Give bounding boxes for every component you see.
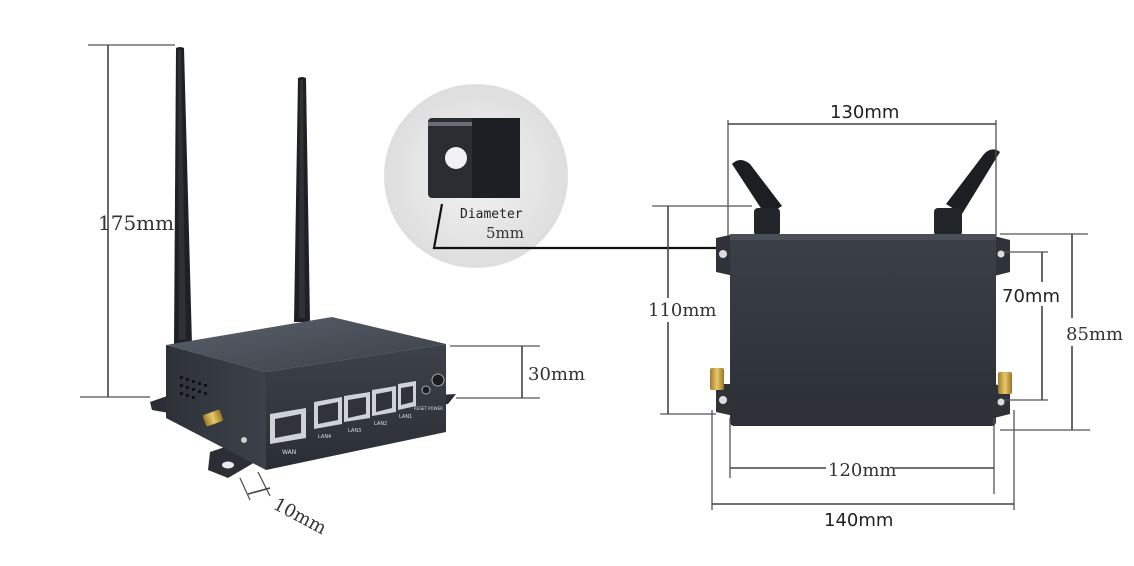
front-body — [730, 234, 996, 426]
dimension-10: 10mm — [239, 471, 330, 539]
ethernet-ports — [270, 373, 445, 444]
dim-label-10: 10mm — [270, 494, 330, 539]
router-side-face — [166, 345, 266, 470]
front-antenna-right — [934, 149, 1000, 236]
dim-label-130: 130mm — [830, 102, 899, 123]
front-tab-hole — [719, 250, 727, 258]
dim-label-175: 175mm — [98, 211, 174, 235]
dim-label-30: 30mm — [528, 364, 585, 385]
dim-label-110: 110mm — [648, 300, 717, 321]
port-label-lan3: LAN3 — [348, 428, 361, 434]
reset-button — [421, 385, 431, 395]
dim-label-140: 140mm — [824, 510, 893, 531]
led-indicator — [241, 437, 247, 443]
front-sma-right — [998, 372, 1012, 394]
port-label-lan2: LAN2 — [374, 421, 387, 427]
port-label-lan1: LAN1 — [399, 414, 412, 420]
router-front-view — [710, 149, 1012, 426]
mount-hole — [222, 461, 234, 469]
detail-highlight — [428, 122, 472, 126]
dimension-120: 120mm — [729, 418, 995, 494]
port-wan — [270, 408, 306, 444]
vent-grille — [180, 376, 207, 399]
dim-label-120: 120mm — [828, 460, 897, 481]
front-tab-hole — [997, 250, 1005, 258]
detail-mount-hole — [445, 147, 467, 169]
antenna-left — [174, 47, 192, 345]
detail-title: Diameter — [460, 207, 523, 222]
front-antenna-left — [732, 160, 782, 236]
dimension-130: 130mm — [727, 102, 997, 236]
front-tab-hole — [997, 398, 1005, 406]
power-jack — [431, 373, 445, 387]
port-lan4 — [314, 397, 342, 429]
port-lan2 — [372, 386, 396, 416]
dimension-30: 30mm — [450, 345, 585, 399]
detail-leader-line — [432, 203, 728, 250]
sma-connector-left — [203, 409, 223, 427]
port-label-wan: WAN — [282, 449, 296, 456]
dim-label-70: 70mm — [1002, 286, 1060, 307]
front-tab-hole — [719, 396, 727, 404]
port-label-lan4: LAN4 — [318, 434, 331, 440]
port-lan1 — [398, 381, 416, 410]
detail-bracket-edge — [472, 118, 520, 198]
antenna-right — [294, 77, 310, 322]
hole-detail-callout: Diameter 5mm — [384, 84, 728, 268]
detail-value: 5mm — [486, 224, 524, 242]
port-label-reset-power: RESET POWER — [414, 406, 443, 411]
dimension-70: 70mm — [1002, 251, 1060, 401]
dimension-175: 175mm — [80, 44, 175, 398]
dimension-110: 110mm — [648, 205, 752, 415]
front-sma-left — [710, 368, 724, 390]
router-top-face — [166, 317, 446, 372]
dimension-85: 85mm — [1000, 233, 1123, 431]
port-lan3 — [344, 392, 370, 422]
router-left-view: WAN LAN4 LAN3 LAN2 LAN1 RESET POWER — [150, 47, 456, 478]
dim-label-85: 85mm — [1066, 324, 1123, 345]
front-body-highlight — [730, 234, 996, 240]
dimension-140: 140mm — [711, 410, 1015, 531]
